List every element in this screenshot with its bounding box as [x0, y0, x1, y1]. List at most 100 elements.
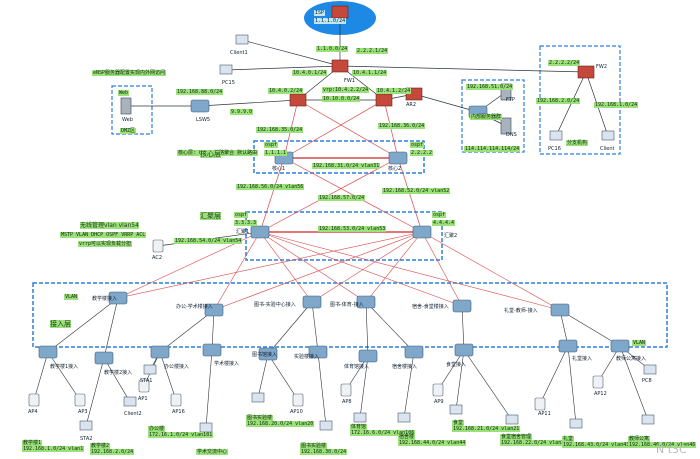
net-hall-ip-label: 192.168.43.0/24 vlan43	[562, 442, 631, 448]
agg2-id-label: 4.4.4.4	[432, 220, 456, 226]
endpoint-11[interactable]	[319, 420, 333, 431]
access-switch-5[interactable]	[452, 299, 472, 313]
firewall-branch[interactable]	[577, 65, 595, 79]
right-top-label: 2.2.2.2/24	[548, 60, 581, 66]
link-s1-e1	[33, 351, 49, 401]
endpoint-17[interactable]	[505, 414, 519, 425]
endpoint-7-shape	[170, 393, 182, 407]
pc16-computer[interactable]	[549, 130, 563, 141]
sub-switch-7-shape	[358, 349, 378, 363]
sub-switch-6[interactable]	[308, 345, 328, 359]
net-mid2-label: 10.10.0.0/24	[322, 96, 361, 102]
net-teach1-label: 教学楼1	[22, 440, 43, 446]
sub-switch-1[interactable]	[38, 345, 58, 359]
web-server-shape	[120, 97, 132, 115]
sub-switch-5[interactable]	[258, 347, 278, 361]
core-down2-label: 192.168.57.0/24	[318, 195, 366, 201]
sub-switch-8[interactable]	[404, 345, 424, 359]
router-right[interactable]	[375, 93, 393, 107]
right-net2-label: 192.168.1.0/24	[594, 102, 639, 108]
acc1-label: 教学楼接入	[92, 296, 118, 302]
link-agg1-a5	[259, 231, 463, 307]
endpoint-6[interactable]	[143, 364, 157, 375]
agg1-id-label: 3.3.3.3	[234, 220, 258, 226]
endpoint-21[interactable]	[643, 364, 657, 375]
link-s5-e9	[257, 353, 269, 399]
link-agg2-a5	[421, 231, 463, 307]
lsw5-switch[interactable]	[190, 99, 210, 113]
access-switch-6[interactable]	[550, 303, 570, 317]
web-server[interactable]	[120, 97, 132, 115]
endpoint-14[interactable]	[397, 412, 411, 423]
agg1-switch[interactable]	[250, 225, 270, 239]
link-agg2-a2	[213, 231, 423, 311]
link-a3-s5	[267, 301, 313, 355]
access-switch-2[interactable]	[204, 303, 224, 317]
link-fw-d-label: 10.4.1.2/24	[376, 88, 412, 94]
endpoint-12[interactable]	[340, 383, 352, 397]
sub-switch-9[interactable]	[454, 343, 474, 357]
endpoint-19[interactable]	[569, 418, 583, 429]
sub-switch-4[interactable]	[202, 343, 222, 357]
net-dorm-ip-label: 192.168.44.0/24 vlan44	[398, 440, 467, 446]
client1-computer-shape	[235, 34, 249, 45]
top-note-label: eNSP服务器配置实现内外网访问	[92, 70, 167, 76]
endpoint-8[interactable]	[199, 422, 213, 433]
endpoint-17-shape	[505, 414, 519, 425]
isp-router[interactable]	[331, 5, 349, 19]
endpoint-1[interactable]	[28, 393, 40, 407]
core1-ospf-label: ospf	[264, 142, 279, 148]
access-switch-1[interactable]	[108, 291, 128, 305]
sub4-label: 学术楼接入	[214, 361, 240, 367]
link-s6-e11	[317, 351, 327, 427]
client-branch-computer[interactable]	[601, 130, 615, 141]
endpoint-22[interactable]	[641, 414, 655, 425]
sub7-label: 体育馆接入	[344, 364, 370, 370]
sub-switch-11[interactable]	[610, 339, 630, 353]
endpoint-16[interactable]	[449, 404, 463, 415]
net-office-label: 办公楼	[148, 426, 166, 432]
endpoint-9[interactable]	[251, 392, 265, 403]
router-r2-label: AR2	[406, 102, 417, 108]
client-b-label: Client2	[124, 411, 142, 417]
pc15-computer[interactable]	[219, 64, 233, 75]
web-zone-label: DMZ区	[120, 128, 137, 134]
endpoint-2[interactable]	[74, 393, 86, 407]
endpoint-19-shape	[569, 418, 583, 429]
agg2-ospf-label: ospf	[432, 212, 447, 218]
endpoint-4[interactable]	[79, 420, 93, 431]
link-agg2-a1	[117, 231, 423, 299]
sub-switch-3[interactable]	[150, 345, 170, 359]
endpoint-5[interactable]	[138, 379, 150, 393]
endpoint-18[interactable]	[534, 397, 546, 411]
firewall-center[interactable]	[331, 59, 349, 73]
sub-switch-10[interactable]	[558, 339, 578, 353]
access-switch-3[interactable]	[302, 295, 322, 309]
endpoint-3[interactable]	[123, 396, 137, 407]
sub1-label: 教学楼1接入	[50, 364, 79, 370]
client1-computer[interactable]	[235, 34, 249, 45]
core2-switch[interactable]	[388, 151, 408, 165]
endpoint-20[interactable]	[592, 375, 604, 389]
nodes	[28, 5, 657, 433]
ap11-label: AP11	[538, 411, 551, 417]
link-r2-srvsw	[413, 93, 479, 113]
endpoint-11-shape	[319, 420, 333, 431]
endpoint-10[interactable]	[292, 393, 304, 407]
sub9-label: 食堂接入	[446, 362, 467, 368]
endpoint-15[interactable]	[432, 383, 444, 397]
ac2-controller[interactable]	[152, 239, 164, 253]
net-canteen-label: 食堂	[452, 420, 465, 426]
sub-switch-7[interactable]	[358, 349, 378, 363]
sub-switch-2[interactable]	[94, 351, 114, 365]
acc4-label: 图书-体育-接入	[330, 302, 364, 308]
net-canteen2-label: 食堂宿舍管理	[500, 434, 533, 440]
router-left[interactable]	[289, 93, 307, 107]
link-fw2-pc16	[555, 71, 587, 137]
endpoint-13[interactable]	[353, 412, 367, 423]
endpoint-7[interactable]	[170, 393, 182, 407]
agg2-switch[interactable]	[412, 225, 432, 239]
dns-server[interactable]	[500, 117, 512, 135]
ac2-controller-shape	[152, 239, 164, 253]
access-switch-4[interactable]	[356, 295, 376, 309]
